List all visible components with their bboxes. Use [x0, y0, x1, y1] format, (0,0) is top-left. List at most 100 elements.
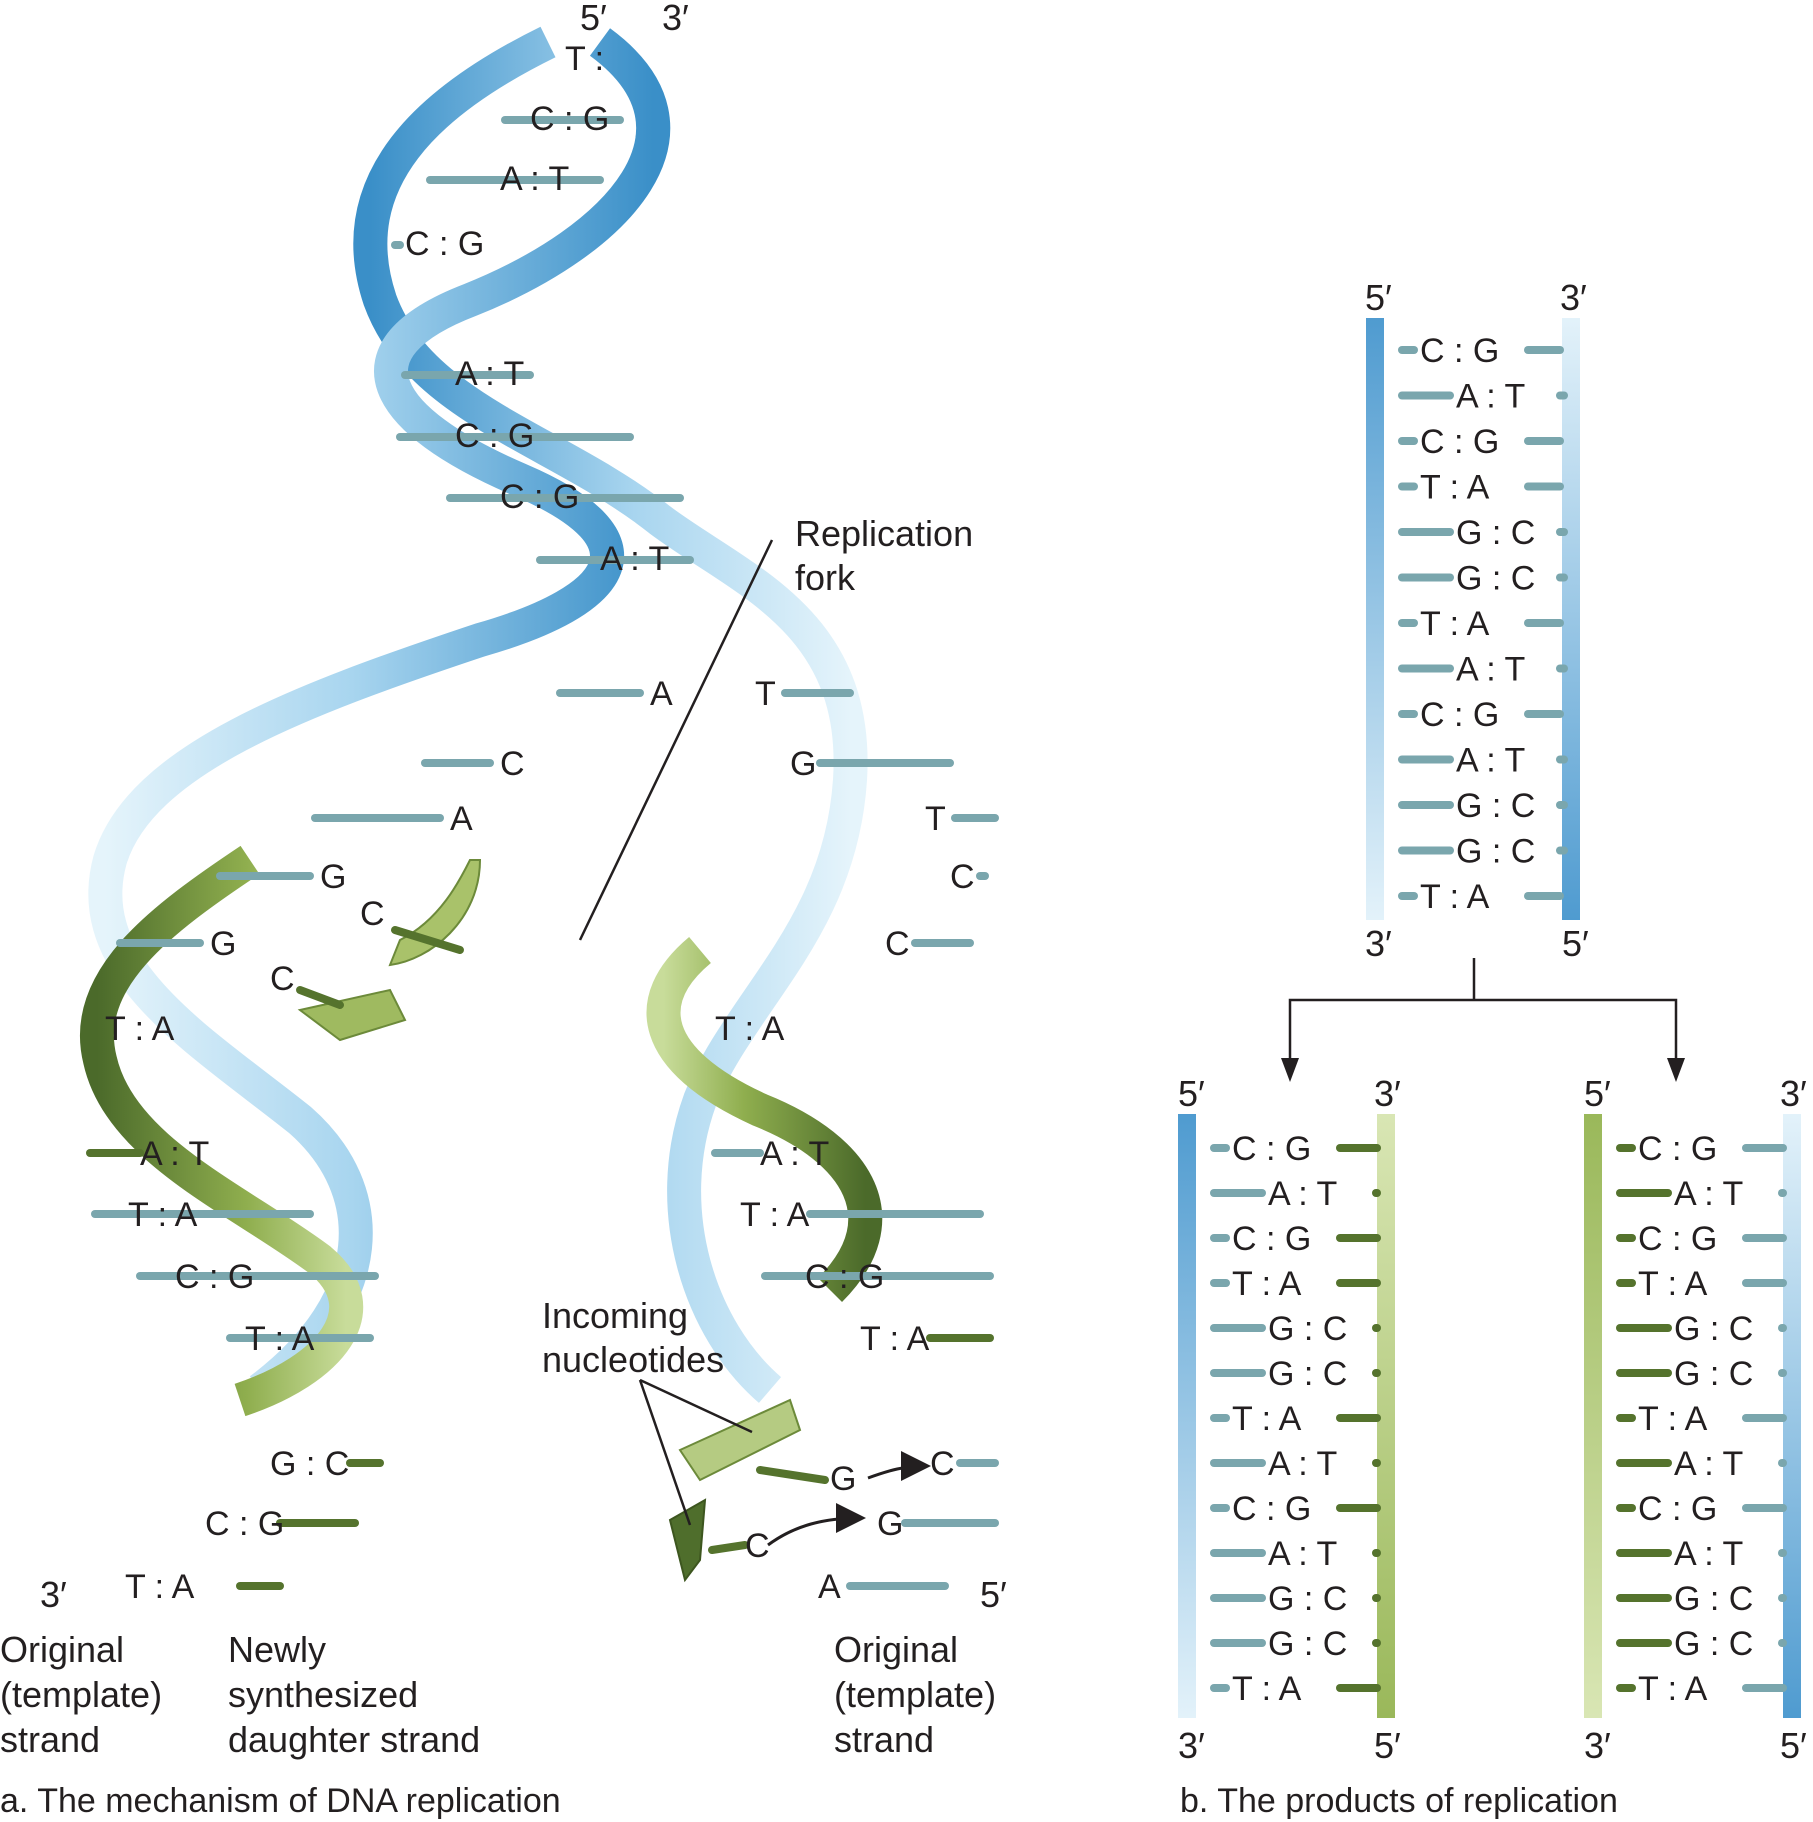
- daughter2-strand-right-bar: [1783, 1114, 1801, 1718]
- parent-strand-left-bar: [1366, 318, 1384, 920]
- base-pair-label: A : T: [600, 540, 669, 578]
- top-right-end-label: 3′: [662, 0, 689, 38]
- incoming-fragment-ribbon: [678, 1398, 802, 1482]
- base-pair-label: T : A: [1232, 1400, 1302, 1438]
- base-pair-label: T : A: [1638, 1265, 1708, 1303]
- base-pair-label: C : G: [500, 478, 579, 516]
- base-pair-label: A : T: [1268, 1445, 1337, 1483]
- panel-b-caption: b. The products of replication: [1180, 1782, 1618, 1820]
- base-pair-label: T : A: [105, 1010, 175, 1048]
- base-letter: A: [450, 800, 473, 838]
- base-pair-label: C : G: [805, 1258, 884, 1296]
- base-pair-label: G : C: [1456, 833, 1535, 871]
- panel-b-replication-products: C : G A : T C : G T : A G : C G : C T : A A : T…: [1178, 277, 1807, 1820]
- base-pair-label: T : A: [1420, 469, 1490, 507]
- incoming-base-rung: [708, 1541, 749, 1554]
- base-pair-label: T : A: [860, 1320, 930, 1358]
- incoming-nucleotides-label: Incoming: [542, 1295, 688, 1336]
- base-pair-label: C : G: [1232, 1130, 1311, 1168]
- right-template-label-3: strand: [834, 1719, 934, 1760]
- daughter2-top-left-end: 5′: [1584, 1073, 1611, 1114]
- base-pair-label: C : G: [1232, 1220, 1311, 1258]
- base-pair-label: T : A: [128, 1196, 198, 1234]
- base-pair-label: C : G: [1638, 1490, 1717, 1528]
- base-letter: C: [500, 745, 525, 783]
- pairing-arrow: [867, 1451, 931, 1482]
- daughter2-bottom-right-end: 5′: [1780, 1725, 1807, 1766]
- panel-a-caption: a. The mechanism of DNA replication: [0, 1782, 561, 1820]
- parent-bottom-left-end: 3′: [1365, 923, 1392, 964]
- base-pair-label: G : C: [1268, 1625, 1347, 1663]
- base-pair-label: A : T: [1456, 651, 1525, 689]
- base-letter: T: [925, 800, 946, 838]
- branch-connector-line: [1288, 998, 1678, 1060]
- base-pair-label: C : G: [175, 1258, 254, 1296]
- incoming-fragment-ribbon: [297, 988, 407, 1042]
- left-template-label-1: Original: [0, 1629, 124, 1670]
- base-pair-label: T : A: [1420, 605, 1490, 643]
- branch-arrow-right: [1667, 1058, 1685, 1082]
- panel-b-rungs: [1210, 346, 1787, 1692]
- base-pair-label: T : A: [740, 1196, 810, 1234]
- free-base-rung: [296, 986, 344, 1009]
- daughter1-top-right-end: 3′: [1374, 1073, 1401, 1114]
- parental-strand-ribbon-back: [353, 26, 868, 1403]
- bottom-right-end-label: 5′: [980, 1574, 1007, 1615]
- base-letter: G: [210, 925, 236, 963]
- incoming-base-letter: G: [830, 1460, 856, 1498]
- daughter-label-2: synthesized: [228, 1674, 418, 1715]
- base-pair-label: A : T: [1674, 1175, 1743, 1213]
- base-letter: A: [650, 675, 673, 713]
- base-letter: G: [790, 745, 816, 783]
- right-template-label-2: (template): [834, 1674, 996, 1715]
- base-pair-label: C : G: [1420, 696, 1499, 734]
- base-pair-label: C : G: [1420, 332, 1499, 370]
- base-pair-label: C : G: [205, 1505, 284, 1543]
- panel-a-replication-mechanism: T :C : GA : TC : GA : TC : GC : GA : TAC…: [0, 0, 1007, 1820]
- base-pair-label: A : T: [1674, 1445, 1743, 1483]
- base-pair-label: A : T: [1268, 1175, 1337, 1213]
- branch-arrow-left: [1281, 1058, 1299, 1082]
- base-pair-label: G : C: [1268, 1580, 1347, 1618]
- left-daughter-strand-ribbon: [79, 845, 364, 1417]
- base-letter: C: [930, 1445, 955, 1483]
- parent-bottom-right-end: 5′: [1562, 923, 1589, 964]
- base-pair-label: T : A: [1232, 1265, 1302, 1303]
- panel-a-base-letters: T :C : GA : TC : GA : TC : GC : GA : TAC…: [105, 40, 975, 1606]
- free-base-rung: [391, 926, 464, 954]
- base-letter: G: [320, 858, 346, 896]
- base-pair-label: A : T: [1456, 378, 1525, 416]
- incoming-base-letter: C: [745, 1527, 770, 1565]
- base-letter: C: [950, 858, 975, 896]
- top-left-end-label: 5′: [580, 0, 607, 38]
- bottom-left-end-label: 3′: [40, 1574, 67, 1615]
- base-pair-label: C : G: [1638, 1220, 1717, 1258]
- incoming-nucleotides-label-line2: nucleotides: [542, 1339, 724, 1380]
- base-pair-label: A : T: [1456, 742, 1525, 780]
- panel-b-base-letters: C : G A : T C : G T : A G : C G : C T : A A : T…: [1232, 332, 1753, 1708]
- base-pair-label: G : C: [1674, 1580, 1753, 1618]
- base-pair-label: C : G: [530, 100, 609, 138]
- base-pair-label: T : A: [1232, 1670, 1302, 1708]
- parent-strand-right-bar: [1562, 318, 1580, 920]
- daughter2-bottom-left-end: 3′: [1584, 1725, 1611, 1766]
- base-pair-label: T :: [565, 40, 604, 78]
- free-base-letter: C: [270, 960, 295, 998]
- daughter1-bottom-left-end: 3′: [1178, 1725, 1205, 1766]
- parental-strand-ribbon-front: [88, 28, 671, 1404]
- daughter-label-3: daughter strand: [228, 1719, 480, 1760]
- fork-pointer-line: [578, 539, 774, 941]
- base-pair-label: C : G: [455, 417, 534, 455]
- base-pair-label: T : A: [1638, 1670, 1708, 1708]
- left-template-label-3: strand: [0, 1719, 100, 1760]
- base-pair-label: C : G: [1232, 1490, 1311, 1528]
- free-base-letter: C: [360, 895, 385, 933]
- incoming-fragment-ribbon: [668, 1498, 707, 1583]
- base-pair-label: T : A: [715, 1010, 785, 1048]
- base-pair-label: A : T: [1674, 1535, 1743, 1573]
- base-pair-label: T : A: [1638, 1400, 1708, 1438]
- base-pair-label: G : C: [1456, 514, 1535, 552]
- base-pair-label: G : C: [1674, 1625, 1753, 1663]
- pairing-arrow: [767, 1503, 866, 1547]
